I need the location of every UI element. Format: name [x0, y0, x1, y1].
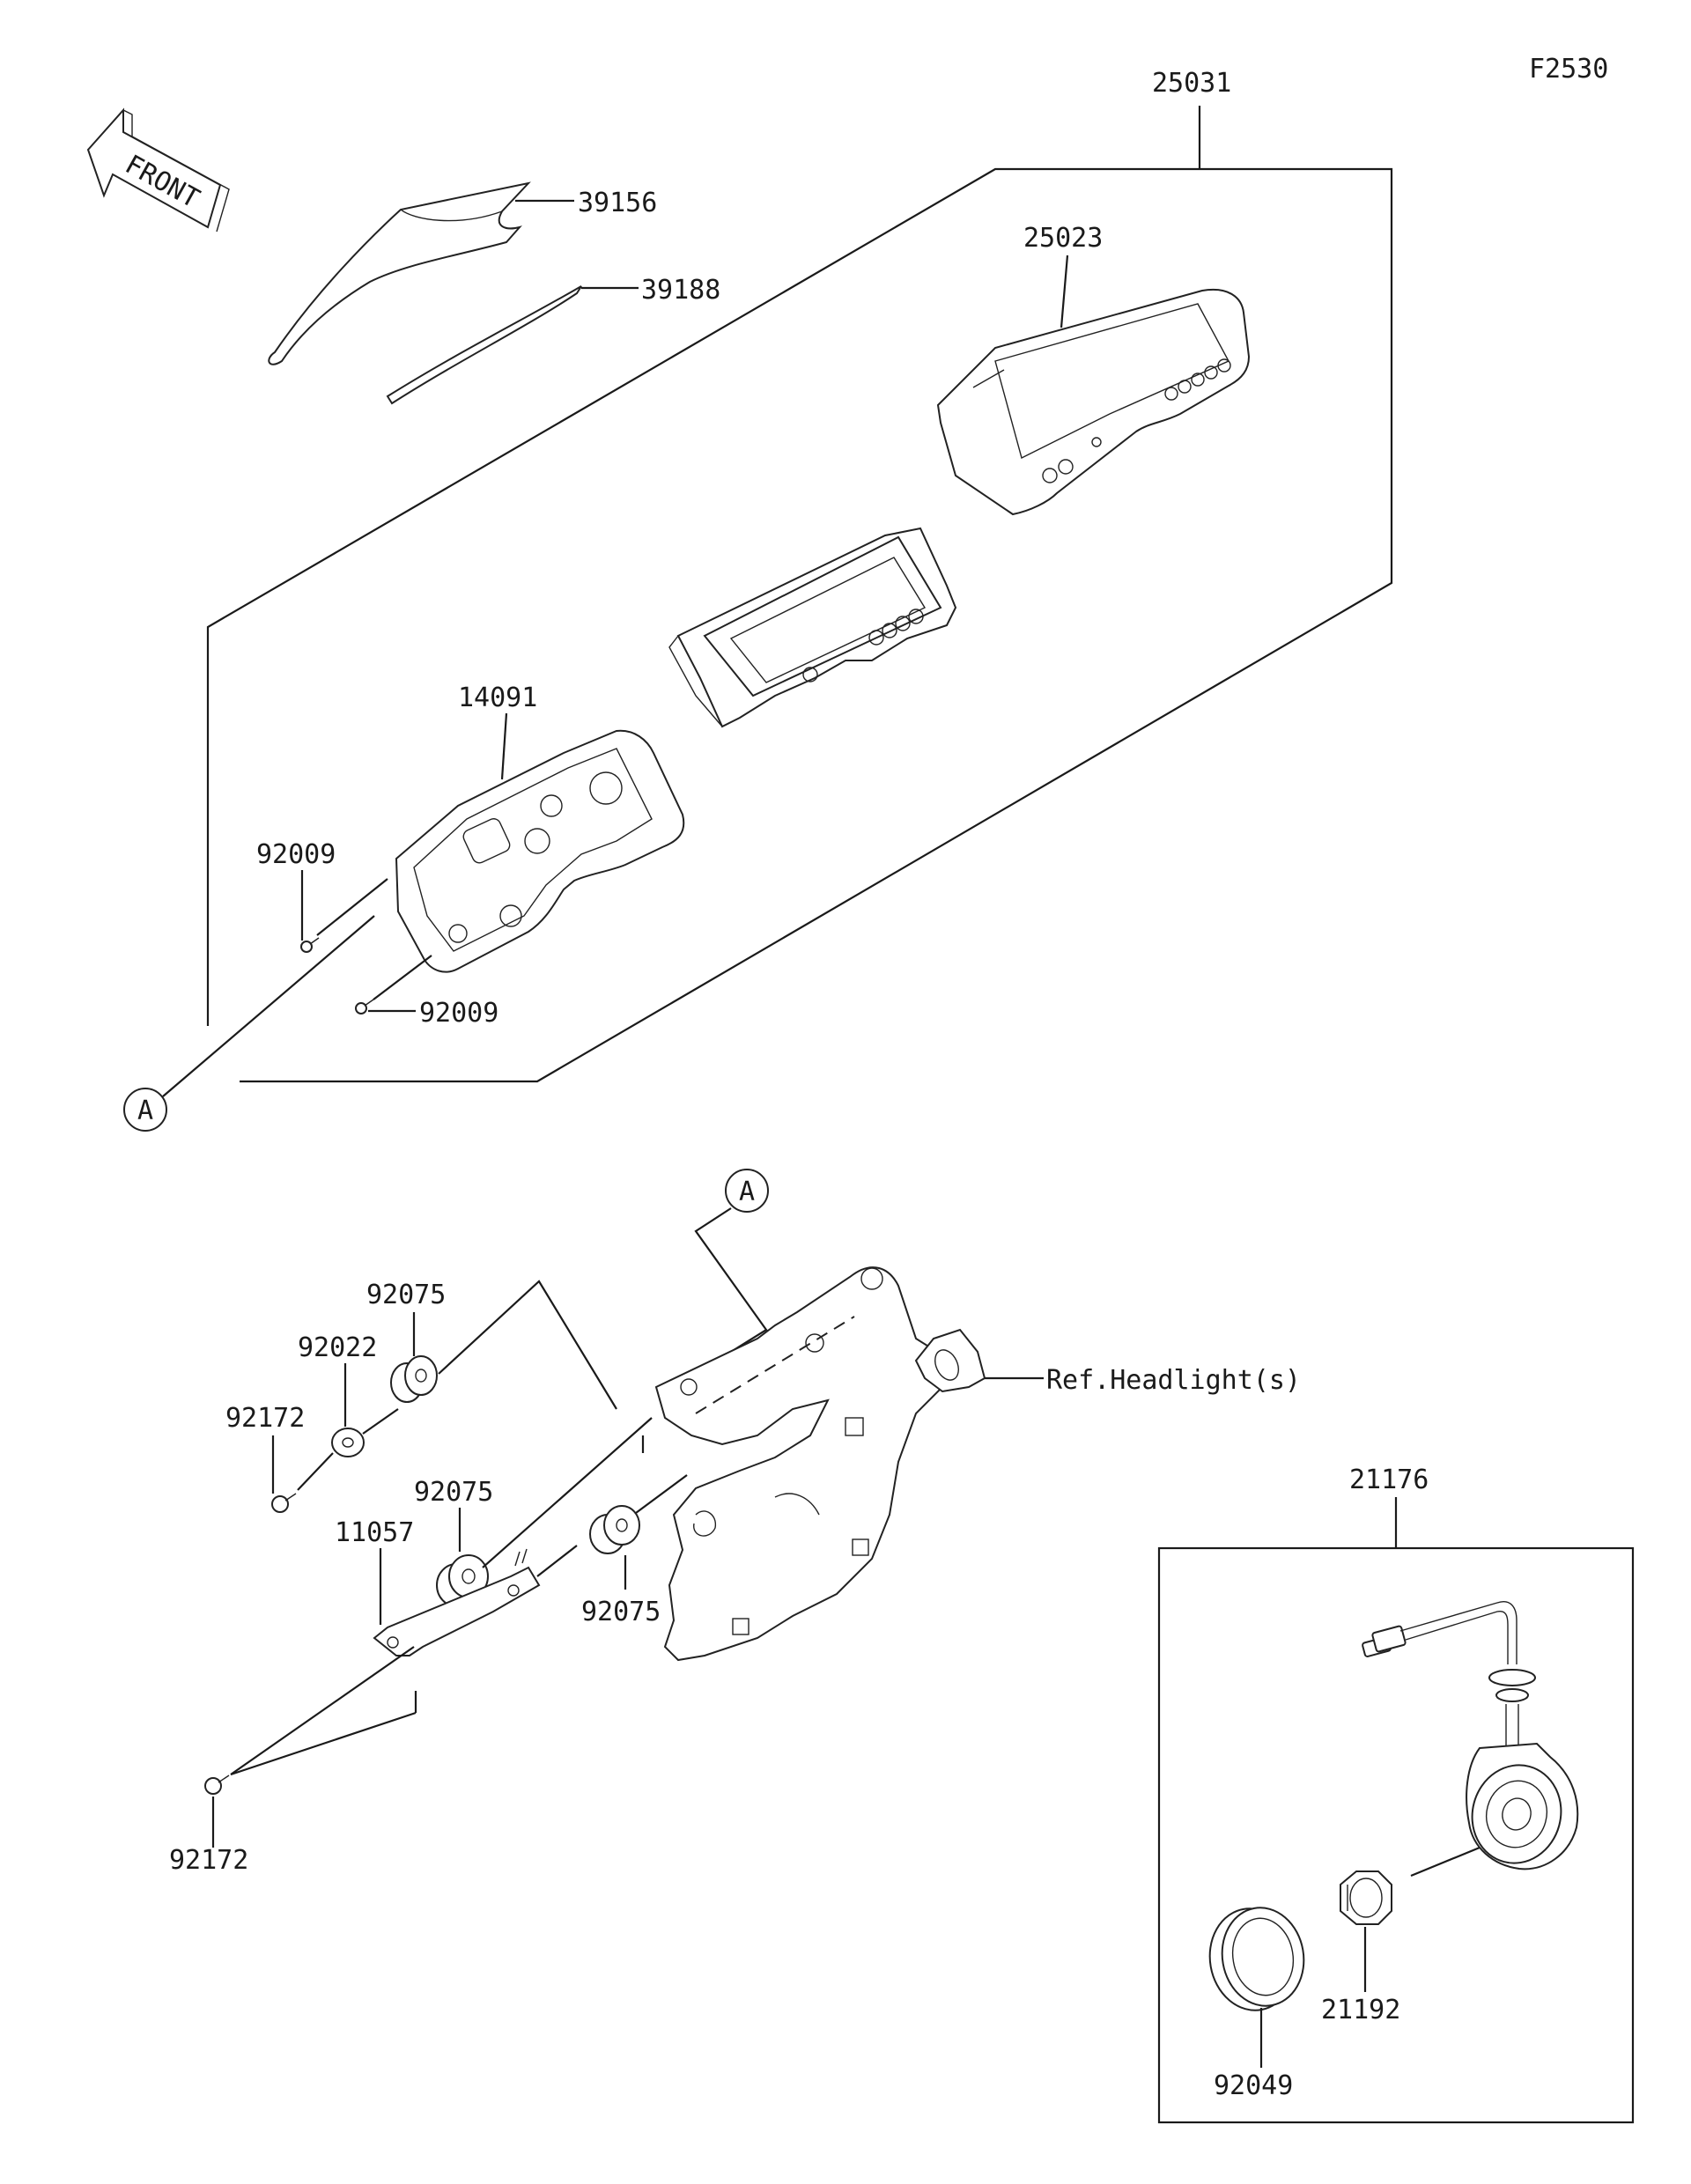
nut-part: [1340, 1870, 1392, 1925]
bolt-lower-part: [204, 1774, 230, 1795]
part-label-25023: 25023: [1023, 223, 1103, 254]
part-label-39188: 39188: [641, 275, 720, 306]
part-label-21192: 21192: [1321, 1995, 1400, 2025]
bracket-plate-part: [373, 1548, 541, 1656]
screw-left-part: [300, 937, 320, 953]
part-label-11057: 11057: [335, 1517, 414, 1548]
washer-part: [331, 1428, 365, 1457]
trim-strip-part: [386, 285, 582, 405]
part-label-92075-top: 92075: [366, 1280, 446, 1310]
part-label-25031: 25031: [1152, 68, 1231, 99]
meter-case-part: [936, 288, 1251, 516]
ref-marker-a-upper: [123, 1088, 167, 1132]
trim-cover-part: [268, 181, 531, 365]
part-label-92009-left: 92009: [256, 839, 336, 870]
part-label-92172-upper: 92172: [225, 1403, 305, 1434]
screw-bottom-part: [355, 999, 374, 1015]
part-label-39156: 39156: [578, 188, 657, 218]
sensor-housing-part: [1466, 1742, 1579, 1870]
damper-right-part: [589, 1505, 640, 1554]
display-module-part: [668, 527, 957, 728]
ref-marker-a-lower: [725, 1169, 769, 1213]
part-label-14091: 14091: [458, 682, 537, 713]
lower-case-part: [395, 729, 685, 973]
part-label-92009-bottom: 92009: [419, 998, 498, 1029]
bracket-centerline: [695, 1316, 855, 1414]
damper-top-part: [390, 1355, 438, 1403]
damper-mid-part: [436, 1554, 489, 1607]
ref-marker-a-upper-text: A: [137, 1096, 153, 1126]
part-label-92075-right: 92075: [581, 1597, 661, 1627]
seal-part: [1208, 1907, 1305, 2011]
part-label-92049: 92049: [1214, 2070, 1293, 2101]
ref-marker-a-lower-text: A: [739, 1177, 755, 1207]
figure-code: F2530: [1529, 54, 1608, 85]
mounting-bracket-part: [654, 1266, 953, 1662]
ref-headlight-text: Ref.Headlight(s): [1046, 1365, 1301, 1396]
front-arrow-icon: FRONT: [86, 107, 230, 232]
part-label-92075-mid: 92075: [414, 1477, 493, 1508]
part-label-92022: 92022: [298, 1332, 377, 1363]
assembly-outline: [206, 106, 1393, 1083]
part-label-92172-lower: 92172: [169, 1845, 248, 1876]
sensor-cable-part: [1362, 1601, 1536, 1748]
part-label-21176: 21176: [1349, 1465, 1429, 1495]
bolt-upper-part: [271, 1493, 297, 1513]
